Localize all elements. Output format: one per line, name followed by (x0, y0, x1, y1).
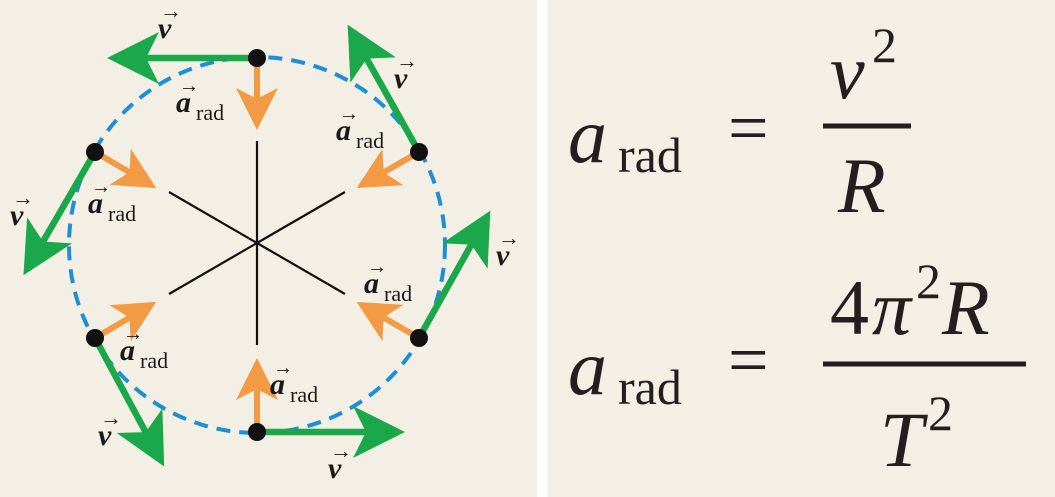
acceleration-label-upper-right: a → rad (336, 103, 384, 153)
velocity-label-bottom: v → (328, 438, 352, 485)
velocity-arrow-upper-right (347, 24, 422, 154)
svg-text:a: a (336, 114, 351, 147)
point-bottom (248, 423, 266, 441)
acceleration-arrows (93, 60, 421, 431)
svg-text:v: v (98, 419, 112, 452)
svg-text:→: → (498, 225, 520, 250)
particle-points (86, 49, 428, 441)
formula2-numerator-exponent: 2 (916, 253, 941, 309)
acceleration-arrow-lower-right (356, 302, 421, 342)
svg-text:rad: rad (290, 382, 318, 407)
point-upper-right (410, 143, 428, 161)
svg-text:a: a (120, 334, 135, 367)
svg-text:rad: rad (140, 348, 168, 373)
formula1-numerator-exponent: 2 (872, 17, 897, 73)
velocity-label-upper-right: v → (394, 48, 418, 95)
diagram-svg: v → v → v → v → v → v → (10, 0, 520, 485)
svg-text:→: → (396, 48, 418, 73)
acceleration-label-upper-left: a → rad (88, 176, 136, 226)
acceleration-label-lower-left: a → rad (120, 323, 168, 373)
svg-text:v: v (496, 239, 510, 272)
svg-text:→: → (100, 405, 122, 430)
spoke-lower-left (168, 242, 258, 295)
formula1-lhs: a (568, 92, 607, 179)
spoke-upper-right (256, 191, 346, 244)
velocity-labels: v → v → v → v → v → v → (10, 0, 520, 485)
formula1-equals: = (728, 88, 769, 168)
acceleration-label-bottom: a → rad (270, 357, 318, 407)
formula2-equals: = (728, 320, 769, 400)
centripetal-formulas-panel: a rad = v 2 R a rad = 4 π 2 R T 2 (548, 0, 1055, 497)
svg-text:v: v (10, 199, 24, 232)
acceleration-labels: a → rad a → rad a → rad a → rad a → (88, 75, 412, 407)
formula1-lhs-subscript: rad (618, 127, 682, 183)
svg-text:v: v (328, 452, 342, 485)
svg-text:rad: rad (108, 201, 136, 226)
velocity-label-right: v → (496, 225, 520, 272)
acceleration-arrow-lower-left (93, 301, 157, 342)
svg-text:→: → (179, 75, 199, 97)
formula-v-squared-over-r: a rad = v 2 R (568, 17, 911, 229)
spoke-upper-left (168, 191, 258, 244)
svg-text:a: a (176, 86, 191, 119)
velocity-arrow-lower-left (92, 336, 165, 467)
formula2-denominator-exponent: 2 (928, 385, 953, 441)
acceleration-label-top: a → rad (176, 75, 224, 125)
formula2-lhs: a (568, 324, 607, 411)
svg-text:a: a (364, 267, 379, 300)
point-lower-left (86, 329, 104, 347)
point-top (248, 49, 266, 67)
acceleration-arrow-upper-right (356, 148, 421, 188)
svg-text:a: a (88, 187, 103, 220)
radial-spokes (168, 141, 346, 345)
svg-text:rad: rad (196, 100, 224, 125)
spoke-lower-right (256, 242, 346, 295)
svg-text:→: → (160, 0, 182, 23)
formula1-denominator: R (837, 142, 886, 229)
svg-text:→: → (91, 176, 111, 198)
velocity-arrow-upper-left (23, 150, 98, 276)
svg-text:a: a (270, 368, 285, 401)
svg-text:→: → (12, 185, 34, 210)
velocity-arrows (23, 24, 491, 467)
svg-text:→: → (330, 438, 352, 463)
svg-text:→: → (273, 357, 293, 379)
velocity-label-left: v → (10, 185, 34, 232)
formulas-svg: a rad = v 2 R a rad = 4 π 2 R T 2 (568, 17, 1026, 483)
svg-text:→: → (339, 103, 359, 125)
velocity-label-top: v → (158, 0, 182, 45)
formula2-numerator-coefficient: 4 (830, 264, 869, 351)
point-lower-right (410, 329, 428, 347)
acceleration-arrow-upper-left (93, 148, 157, 189)
svg-text:v: v (394, 62, 408, 95)
svg-text:rad: rad (356, 128, 384, 153)
formula1-numerator: v (830, 28, 865, 115)
svg-text:rad: rad (384, 281, 412, 306)
uniform-circular-motion-diagram: v → v → v → v → v → v → (0, 0, 537, 497)
formula2-denominator: T (880, 396, 928, 483)
formula2-numerator-variable: R (941, 264, 990, 351)
svg-text:→: → (367, 256, 387, 278)
formula2-lhs-subscript: rad (618, 359, 682, 415)
velocity-arrow-lower-right (416, 210, 491, 340)
velocity-label-lower-left: v → (98, 405, 122, 452)
formula-4pi2r-over-t2: a rad = 4 π 2 R T 2 (568, 253, 1026, 483)
svg-text:→: → (123, 323, 143, 345)
point-upper-left (86, 143, 104, 161)
svg-text:v: v (158, 12, 172, 45)
acceleration-label-lower-right: a → rad (364, 256, 412, 306)
formula2-numerator-pi: π (872, 264, 913, 351)
